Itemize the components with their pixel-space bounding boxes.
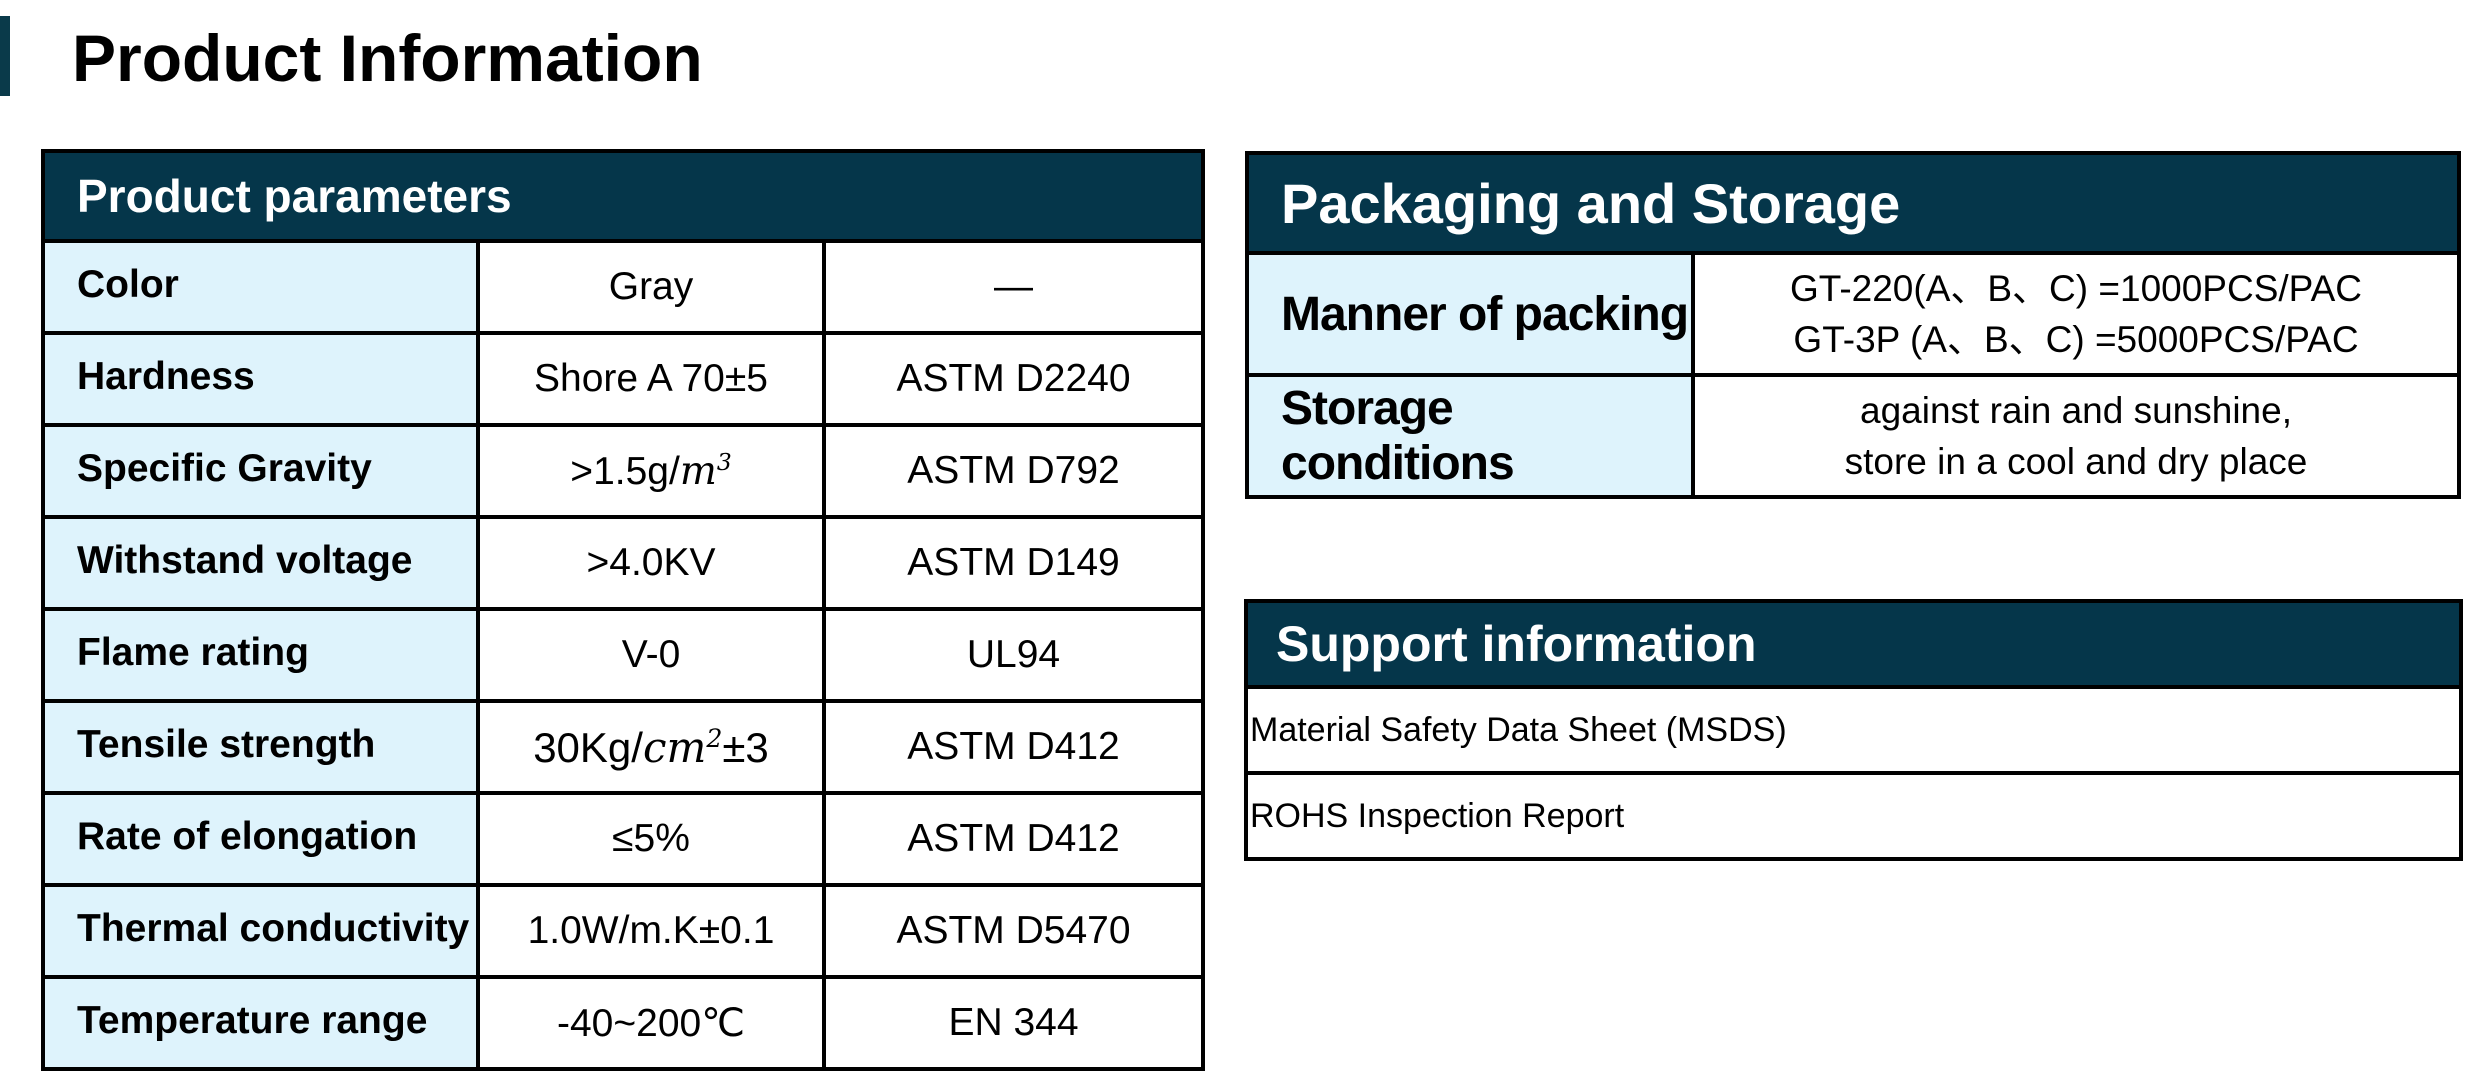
packaging-storage-table: Packaging and Storage Manner of packing … <box>1245 151 2461 499</box>
table-row: Withstand voltage >4.0KV ASTM D149 <box>41 515 1205 611</box>
param-label: Tensile strength <box>41 699 480 795</box>
param-value: -40~200℃ <box>476 975 826 1071</box>
table-row: Manner of packing GT-220(A、B、C) =1000PCS… <box>1245 251 2461 377</box>
param-label: Color <box>41 239 480 335</box>
param-value: Gray <box>476 239 826 335</box>
storage-value: against rain and sunshine, store in a co… <box>1691 373 2461 499</box>
product-parameters-table: Product parameters Color Gray — Hardness… <box>41 149 1205 1071</box>
page-title: Product Information <box>72 21 703 95</box>
param-label: Withstand voltage <box>41 515 480 611</box>
param-value: >4.0KV <box>476 515 826 611</box>
param-value-exponent: 2 <box>706 723 723 753</box>
title-accent-bar <box>0 16 10 96</box>
param-value-unit: cm <box>642 722 707 772</box>
support-information-header: Support information <box>1244 599 2463 689</box>
storage-label: Storage conditions <box>1245 373 1695 499</box>
param-value: Shore A 70±5 <box>476 331 826 427</box>
param-standard: ASTM D149 <box>822 515 1205 611</box>
param-value: 30Kg/cm2±3 <box>476 699 826 795</box>
packing-value-line: GT-3P (A、B、C) =5000PCS/PAC <box>1793 319 2359 360</box>
table-row: ROHS Inspection Report <box>1244 771 2463 861</box>
table-row: Hardness Shore A 70±5 ASTM D2240 <box>41 331 1205 427</box>
param-value: ≤5% <box>476 791 826 887</box>
param-standard: ASTM D412 <box>822 791 1205 887</box>
packing-label: Manner of packing <box>1245 251 1695 377</box>
param-value: >1.5g/m3 <box>476 423 826 519</box>
param-standard: — <box>822 239 1205 335</box>
support-document-item: ROHS Inspection Report <box>1244 771 2463 861</box>
param-label: Specific Gravity <box>41 423 480 519</box>
product-parameters-header: Product parameters <box>41 149 1205 243</box>
param-value-unit: m <box>679 449 717 494</box>
param-value-exponent: 3 <box>716 448 732 476</box>
packaging-storage-header: Packaging and Storage <box>1245 151 2461 255</box>
param-value-prefix: >1.5g/ <box>570 450 680 493</box>
param-standard: ASTM D2240 <box>822 331 1205 427</box>
param-value-suffix: ±3 <box>722 723 769 771</box>
storage-value-line: against rain and sunshine, <box>1860 390 2292 431</box>
storage-value-line: store in a cool and dry place <box>1844 441 2308 482</box>
param-label: Thermal conductivity <box>41 883 480 979</box>
support-document-item: Material Safety Data Sheet (MSDS) <box>1244 685 2463 775</box>
param-standard: ASTM D412 <box>822 699 1205 795</box>
param-label: Rate of elongation <box>41 791 480 887</box>
param-value: 1.0W/m.K±0.1 <box>476 883 826 979</box>
param-standard: EN 344 <box>822 975 1205 1071</box>
param-label: Temperature range <box>41 975 480 1071</box>
param-standard: ASTM D5470 <box>822 883 1205 979</box>
table-row: Tensile strength 30Kg/cm2±3 ASTM D412 <box>41 699 1205 795</box>
packing-value-line: GT-220(A、B、C) =1000PCS/PAC <box>1789 268 2362 309</box>
table-row: Material Safety Data Sheet (MSDS) <box>1244 685 2463 775</box>
table-row: Storage conditions against rain and suns… <box>1245 373 2461 499</box>
param-label: Flame rating <box>41 607 480 703</box>
table-row: Rate of elongation ≤5% ASTM D412 <box>41 791 1205 887</box>
table-row: Temperature range -40~200℃ EN 344 <box>41 975 1205 1071</box>
table-row: Specific Gravity >1.5g/m3 ASTM D792 <box>41 423 1205 519</box>
param-value-prefix: 30Kg/ <box>533 723 643 771</box>
table-row: Color Gray — <box>41 239 1205 335</box>
param-standard: ASTM D792 <box>822 423 1205 519</box>
packing-value: GT-220(A、B、C) =1000PCS/PAC GT-3P (A、B、C)… <box>1691 251 2461 377</box>
support-information-table: Support information Material Safety Data… <box>1244 599 2463 861</box>
param-standard: UL94 <box>822 607 1205 703</box>
param-label: Hardness <box>41 331 480 427</box>
table-row: Flame rating V-0 UL94 <box>41 607 1205 703</box>
table-row: Thermal conductivity 1.0W/m.K±0.1 ASTM D… <box>41 883 1205 979</box>
param-value: V-0 <box>476 607 826 703</box>
